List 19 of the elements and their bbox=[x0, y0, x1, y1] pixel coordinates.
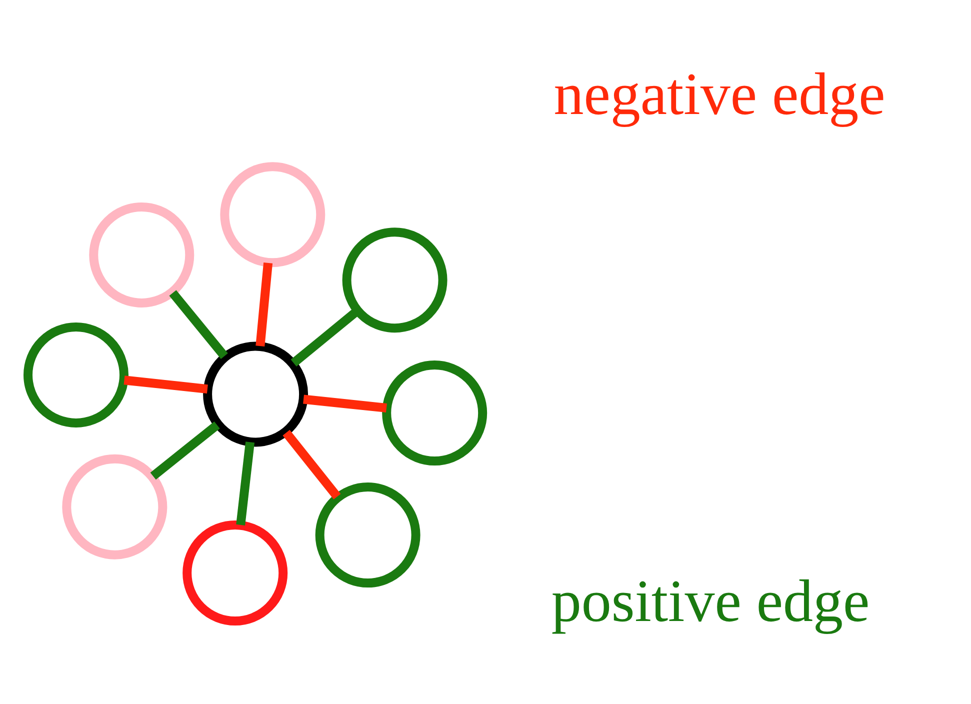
node-circle bbox=[182, 520, 288, 625]
connector bbox=[282, 429, 341, 499]
connector bbox=[124, 375, 208, 394]
connector bbox=[303, 394, 387, 412]
node-circle bbox=[382, 360, 488, 465]
node-circle bbox=[62, 454, 168, 559]
connector bbox=[236, 441, 255, 525]
label: positive edge bbox=[551, 568, 870, 634]
connector bbox=[256, 262, 273, 346]
node-circle bbox=[220, 162, 326, 267]
label: negative edge bbox=[554, 60, 886, 126]
node-circle bbox=[89, 202, 194, 307]
connector bbox=[290, 307, 360, 366]
node-circle bbox=[203, 341, 308, 446]
node-circle bbox=[24, 322, 128, 427]
connector bbox=[150, 420, 220, 480]
node-circle bbox=[342, 227, 448, 332]
node-circle bbox=[315, 482, 420, 588]
connector bbox=[169, 290, 228, 358]
